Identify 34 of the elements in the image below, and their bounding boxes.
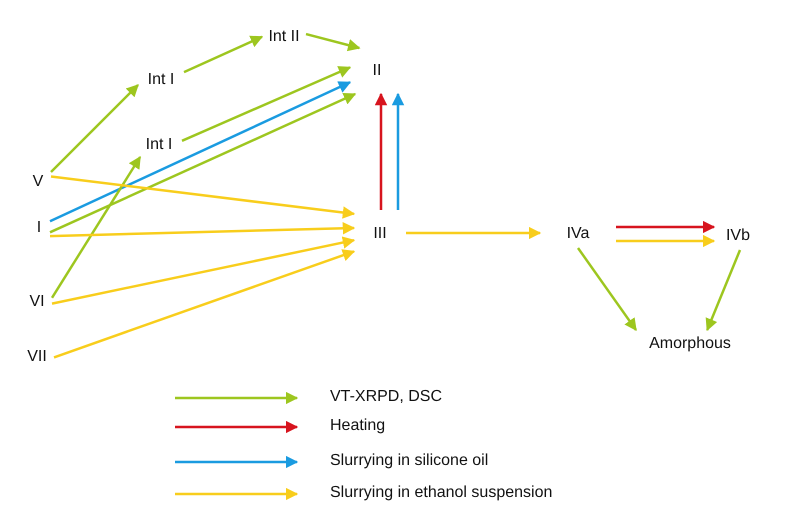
form-label: VII <box>27 348 47 366</box>
form-label: IVa <box>566 225 590 243</box>
form-label: VI <box>29 293 45 311</box>
form-label: III <box>373 225 387 243</box>
arrow <box>392 92 404 210</box>
form-label: I <box>36 219 42 237</box>
arrow <box>406 226 542 240</box>
legend-text: Slurrying in ethanol suspension <box>330 484 552 502</box>
form-label: Int II <box>268 28 300 46</box>
legend-text: Heating <box>330 417 386 435</box>
arrow <box>49 92 356 234</box>
legend-text: Slurrying in silicone oil <box>330 452 488 470</box>
arrow <box>50 156 142 298</box>
form-label: IVb <box>726 227 750 245</box>
arrow <box>50 222 356 238</box>
arrow <box>616 234 716 248</box>
arrow <box>576 247 638 332</box>
arrow <box>306 32 360 52</box>
arrow <box>182 66 352 142</box>
arrow <box>49 81 352 222</box>
form-label: Amorphous <box>649 335 731 353</box>
form-label: Int I <box>148 71 174 89</box>
form-label: II <box>372 62 382 80</box>
arrow <box>616 220 716 234</box>
form-label: V <box>32 173 44 191</box>
legend-text: VT-XRPD, DSC <box>330 388 442 406</box>
arrow <box>54 249 356 359</box>
arrow <box>706 250 742 332</box>
arrow <box>374 92 388 210</box>
arrow <box>183 36 264 74</box>
arrow <box>52 236 356 305</box>
form-label: Int I <box>146 136 172 154</box>
arrow <box>50 175 356 219</box>
arrow <box>50 84 139 173</box>
